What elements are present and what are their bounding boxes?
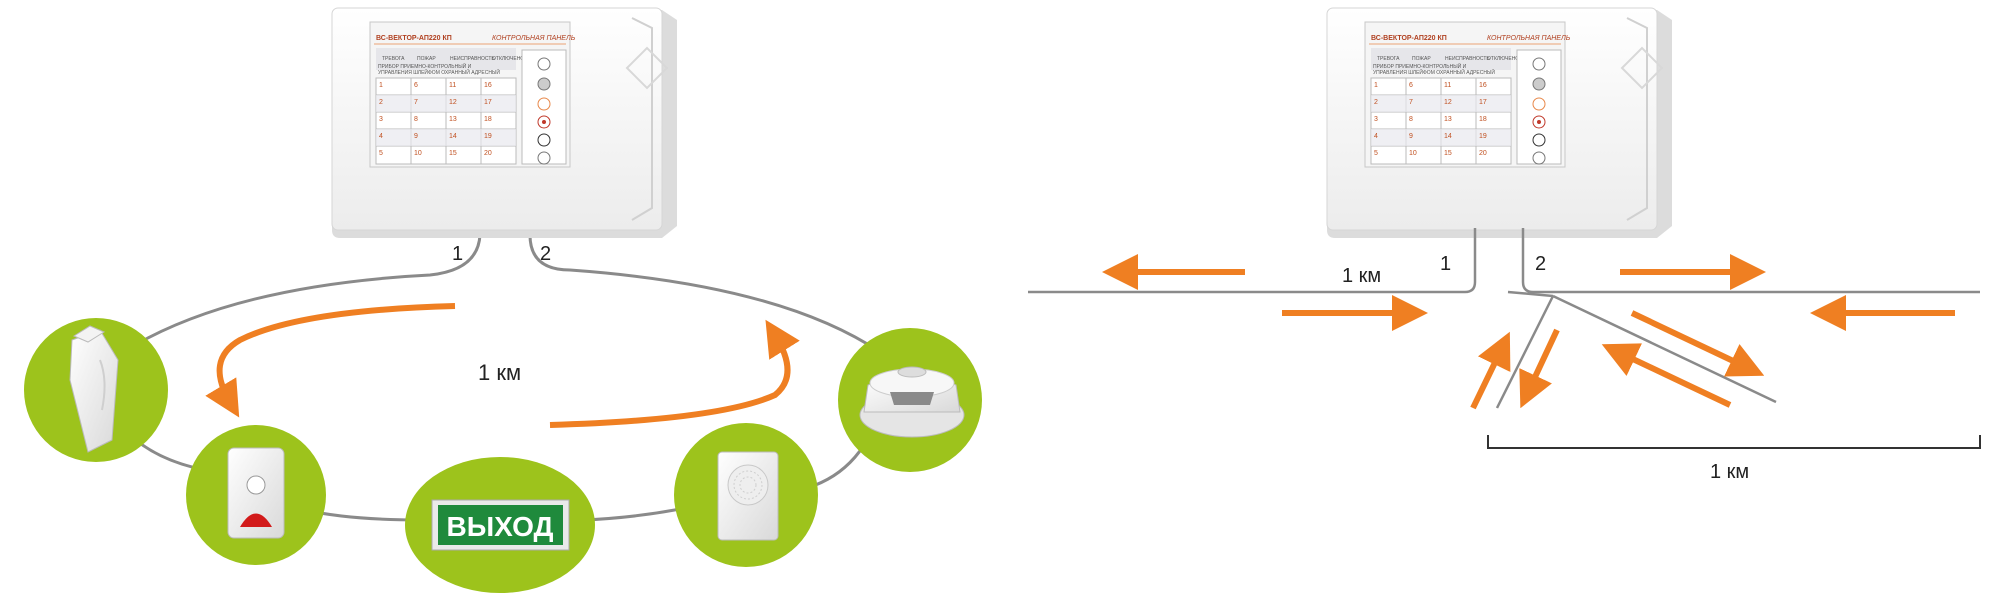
- panel-description-1: ПРИБОР ПРИЕМНО-КОНТРОЛЬНЫЙ И: [378, 62, 472, 70]
- zone-16: 16: [484, 82, 492, 89]
- panel-model-text: ВС-ВЕКТОР-АП220 КП: [376, 35, 452, 42]
- zone-r-2: 2: [1374, 99, 1378, 106]
- alarm-button-device: [186, 425, 326, 565]
- siren-speaker-device: [674, 423, 818, 567]
- zone-r-3: 3: [1374, 116, 1378, 123]
- distance-label: 1 км: [478, 360, 521, 385]
- smoke-detector-device: [838, 328, 982, 472]
- arrow-branch-down: [1519, 328, 1560, 409]
- zone-14: 14: [449, 133, 457, 140]
- zone-11: 11: [449, 82, 456, 89]
- zone-r-8: 8: [1409, 116, 1413, 123]
- panel-buttons: [521, 49, 567, 165]
- distance-bracket: [1487, 435, 1981, 449]
- arrow-diagonal-in: [1601, 343, 1732, 408]
- zone-r-19: 19: [1479, 133, 1487, 140]
- panel-title-text-right: КОНТРОЛЬНАЯ ПАНЕЛЬ: [1487, 35, 1571, 42]
- line-1-label-right: 1: [1440, 253, 1451, 275]
- zone-grid-right: 1 2 3 4 5 6 7 8 9 10 11 12 13 14 15 16 1: [1370, 77, 1512, 165]
- ring-loop-wire: [103, 234, 882, 522]
- exit-sign-icon: ВЫХОД: [431, 499, 570, 551]
- status-label-right-0: ТРЕВОГА: [1377, 56, 1400, 62]
- line-2-wire: [1521, 228, 1980, 294]
- zone-r-12: 12: [1444, 99, 1452, 106]
- zone-r-20: 20: [1479, 150, 1487, 157]
- zone-r-18: 18: [1479, 116, 1487, 123]
- zone-r-5: 5: [1374, 150, 1378, 157]
- status-label-right-2: НЕИСПРАВНОСТЬ: [1445, 56, 1490, 62]
- zone-3: 3: [379, 116, 383, 123]
- control-panel-right: ВС-ВЕКТОР-АП220 КП КОНТРОЛЬНАЯ ПАНЕЛЬ ТР…: [1326, 7, 1672, 238]
- arrow-diagonal-out: [1630, 310, 1765, 377]
- line-1-label: 1: [452, 243, 463, 265]
- zone-r-15: 15: [1444, 150, 1452, 157]
- panel-description-2: УПРАВЛЕНИЯ ШЛЕЙФОМ ОХРАННЫЙ АДРЕСНЫЙ: [378, 68, 500, 76]
- line-2-label-right: 2: [1535, 253, 1546, 275]
- zone-r-6: 6: [1409, 82, 1413, 89]
- smoke-detector-icon: [859, 366, 965, 438]
- panel-model-text-right: ВС-ВЕКТОР-АП220 КП: [1371, 35, 1447, 42]
- status-label-right-1: ПОЖАР: [1412, 56, 1431, 62]
- arrow-clockwise: [549, 319, 800, 428]
- siren-speaker-icon: [717, 451, 779, 541]
- zone-18: 18: [484, 116, 492, 123]
- status-label-right-3: ОТКЛЮЧЕНО: [1487, 56, 1519, 62]
- zone-r-7: 7: [1409, 99, 1413, 106]
- zone-r-14: 14: [1444, 133, 1452, 140]
- line-1-wire: [1028, 228, 1477, 294]
- panel-title-text: КОНТРОЛЬНАЯ ПАНЕЛЬ: [492, 35, 576, 42]
- zone-1: 1: [379, 82, 383, 89]
- zone-grid: 1 2 3 4 5 6 7 8 9 10 11 12 13 14 15 16 1: [375, 77, 517, 165]
- distance-label-top: 1 км: [1342, 265, 1381, 287]
- zone-15: 15: [449, 150, 457, 157]
- status-label-1: ПОЖАР: [417, 56, 436, 62]
- motion-sensor-icon: [69, 325, 119, 453]
- zone-r-17: 17: [1479, 99, 1487, 106]
- zone-r-1: 1: [1374, 82, 1378, 89]
- zone-7: 7: [414, 99, 418, 106]
- motion-sensor-device: [24, 318, 168, 462]
- arrow-counterclockwise: [205, 303, 456, 418]
- panel-description-right-1: ПРИБОР ПРИЕМНО-КОНТРОЛЬНЫЙ И: [1373, 62, 1467, 70]
- zone-r-16: 16: [1479, 82, 1487, 89]
- zone-17: 17: [484, 99, 492, 106]
- branch-wires: [1495, 290, 1777, 409]
- zone-r-9: 9: [1409, 133, 1413, 140]
- arrow-branch-up: [1470, 331, 1511, 410]
- status-label-0: ТРЕВОГА: [382, 56, 405, 62]
- zone-r-11: 11: [1444, 82, 1451, 89]
- panel-description-right-2: УПРАВЛЕНИЯ ШЛЕЙФОМ ОХРАННЫЙ АДРЕСНЫЙ: [1373, 68, 1495, 76]
- status-label-3: ОТКЛЮЧЕНО: [492, 56, 524, 62]
- zone-4: 4: [379, 133, 383, 140]
- zone-9: 9: [414, 133, 418, 140]
- status-label-2: НЕИСПРАВНОСТЬ: [450, 56, 495, 62]
- zone-5: 5: [379, 150, 383, 157]
- zone-20: 20: [484, 150, 492, 157]
- zone-6: 6: [414, 82, 418, 89]
- zone-r-4: 4: [1374, 133, 1378, 140]
- right-diagram: ВС-ВЕКТОР-АП220 КП КОНТРОЛЬНАЯ ПАНЕЛЬ ТР…: [1028, 7, 1981, 483]
- zone-8: 8: [414, 116, 418, 123]
- zone-10: 10: [414, 150, 422, 157]
- zone-19: 19: [484, 133, 492, 140]
- zone-r-13: 13: [1444, 116, 1452, 123]
- line-2-label: 2: [540, 243, 551, 265]
- alarm-button-icon: [227, 447, 285, 539]
- control-panel-left: ВС-ВЕКТОР-АП220 КП КОНТРОЛЬНАЯ ПАНЕЛЬ ТР…: [331, 7, 677, 238]
- exit-sign-device: ВЫХОД: [405, 457, 595, 593]
- zone-13: 13: [449, 116, 457, 123]
- panel-buttons-right: [1516, 49, 1562, 165]
- exit-sign-text: ВЫХОД: [447, 511, 554, 542]
- zone-r-10: 10: [1409, 150, 1417, 157]
- left-diagram: ВС-ВЕКТОР-АП220 КП КОНТРОЛЬНАЯ ПАНЕЛЬ ТР…: [24, 7, 982, 593]
- distance-label-bottom: 1 км: [1710, 461, 1749, 483]
- zone-2: 2: [379, 99, 383, 106]
- zone-12: 12: [449, 99, 457, 106]
